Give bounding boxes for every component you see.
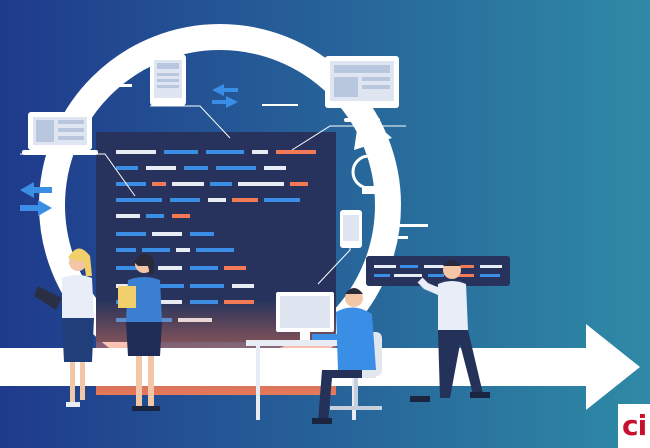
tablet-icon (150, 54, 186, 106)
decor-dashes (114, 84, 428, 239)
lightbulb-icon (351, 154, 387, 194)
progress-arrow-head (586, 324, 640, 410)
person-seated-developer (312, 288, 376, 424)
brand-logo: ci (618, 404, 650, 448)
code-card (366, 256, 510, 286)
person-woman-folder (118, 253, 162, 411)
laptop-icon (22, 112, 98, 155)
arrows-icon (20, 84, 238, 216)
person-woman-laptop (34, 248, 94, 407)
person-standing-man (410, 260, 490, 402)
progress-arrow-band (0, 348, 590, 386)
phone-icon (340, 210, 362, 248)
monitor-icon (325, 56, 399, 122)
